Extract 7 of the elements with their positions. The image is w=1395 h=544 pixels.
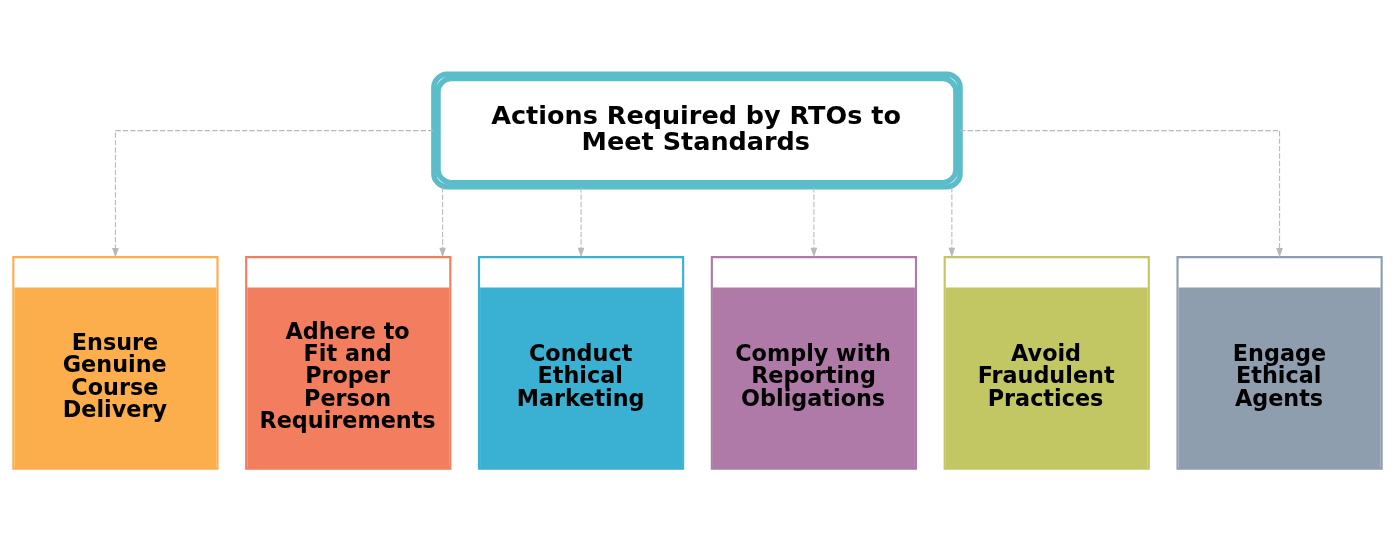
node-box: Actions Required by RTOs to Meet Standards	[431, 71, 963, 190]
arrow	[439, 186, 446, 258]
arrow	[577, 186, 585, 258]
arrow	[959, 130, 1283, 258]
arrow	[810, 186, 818, 258]
arrow	[112, 130, 434, 258]
arrow	[948, 186, 956, 258]
